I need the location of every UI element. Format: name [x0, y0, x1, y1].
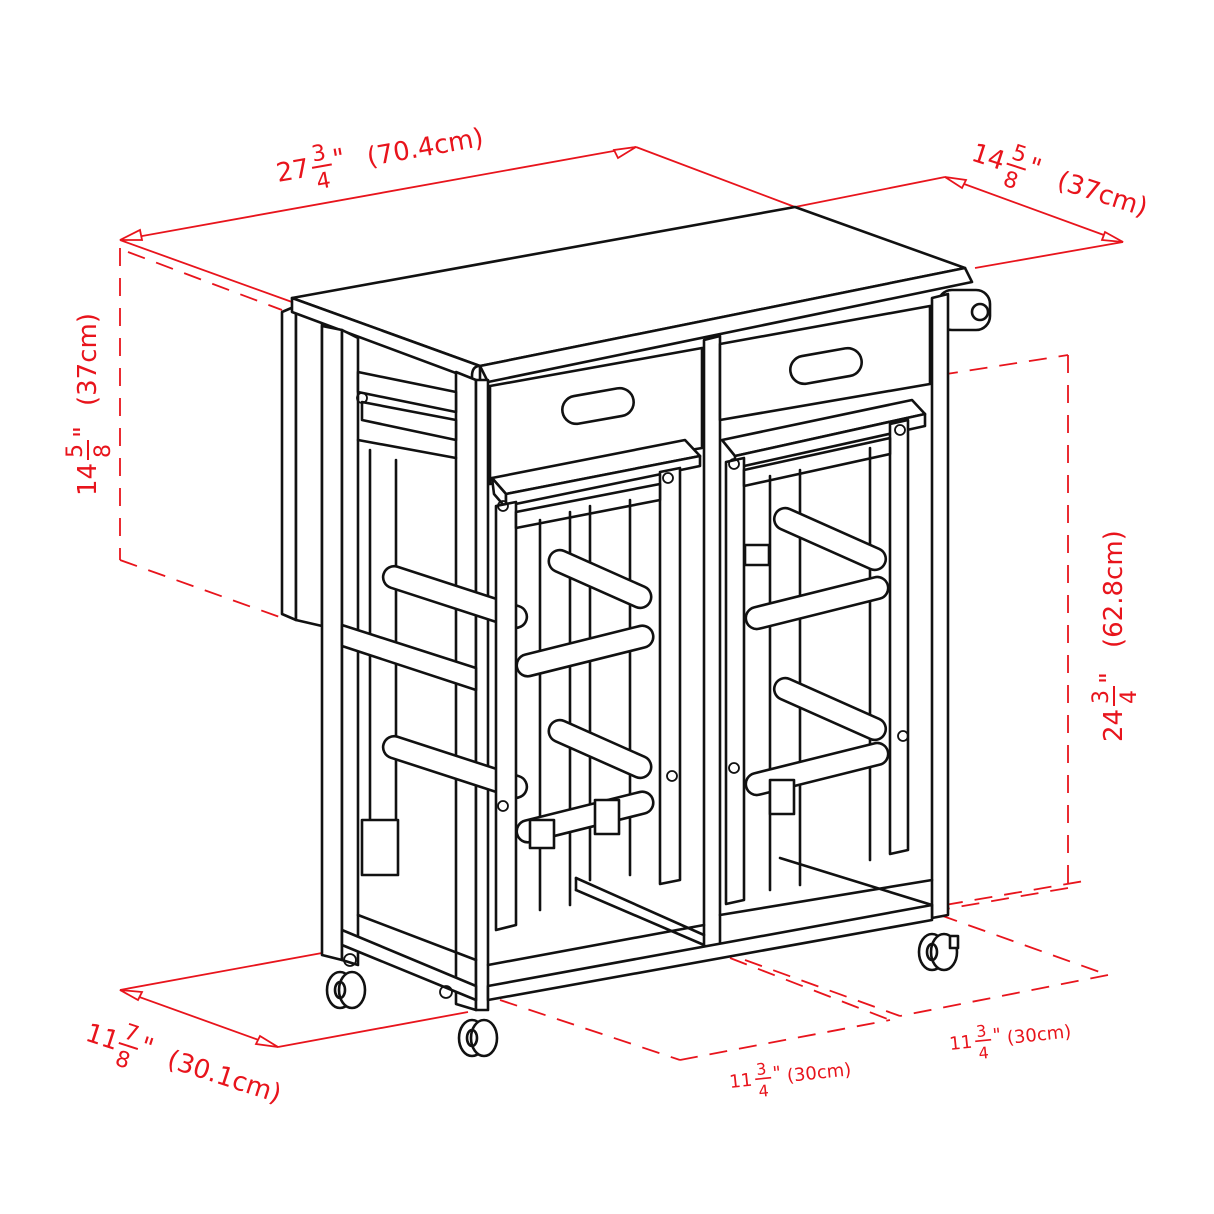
svg-text:24: 24 — [1099, 709, 1129, 742]
svg-text:8: 8 — [1000, 167, 1021, 195]
svg-text:(30cm): (30cm) — [786, 1059, 852, 1087]
svg-text:": " — [992, 1025, 1002, 1047]
height-label: 24 3 4 " (62.8cm) — [1089, 530, 1142, 742]
svg-text:11: 11 — [728, 1070, 753, 1093]
caster-icon — [917, 932, 960, 972]
whole: 27 — [274, 154, 312, 189]
svg-text:(70.4cm): (70.4cm) — [365, 123, 486, 173]
svg-text:11: 11 — [948, 1032, 973, 1055]
svg-text:(37cm): (37cm) — [73, 313, 103, 406]
dimension-lines — [119, 146, 1124, 1061]
right-drawer-handle — [789, 346, 863, 386]
svg-text:11: 11 — [82, 1018, 123, 1057]
svg-text:4: 4 — [758, 1081, 770, 1101]
left-drawer-handle — [561, 386, 635, 426]
overall-width-label: 27 3 4 " (70.4cm) — [274, 123, 486, 195]
svg-text:(30cm): (30cm) — [1006, 1021, 1072, 1049]
base-depth-label: 11 7 8 " (30.1cm) — [82, 1018, 285, 1110]
svg-text:": " — [772, 1063, 782, 1085]
bottom-frame — [340, 928, 478, 1002]
drop-leaf-label: 14 5 8 " (37cm) — [63, 313, 116, 496]
cart-drawing — [280, 205, 992, 1058]
svg-text:3: 3 — [975, 1021, 987, 1041]
center-leg — [702, 334, 722, 960]
svg-text:(62.8cm): (62.8cm) — [1099, 530, 1129, 648]
svg-text:4: 4 — [315, 168, 333, 195]
svg-text:": " — [1024, 152, 1045, 184]
svg-text:14: 14 — [968, 138, 1009, 177]
svg-text:": " — [136, 1032, 157, 1064]
svg-text:3: 3 — [1089, 690, 1114, 704]
svg-text:": " — [69, 426, 99, 438]
front-left-leg — [454, 370, 478, 1012]
left-front-leg — [320, 324, 344, 962]
caster-icon — [325, 970, 367, 1010]
svg-text:4: 4 — [1117, 690, 1142, 704]
svg-text:": " — [330, 143, 347, 175]
svg-text:": " — [1095, 672, 1125, 684]
svg-text:(37cm): (37cm) — [1053, 166, 1151, 223]
svg-text:14: 14 — [73, 463, 103, 496]
svg-text:(30.1cm): (30.1cm) — [164, 1045, 285, 1110]
svg-text:8: 8 — [91, 444, 116, 458]
caster-icon — [457, 1018, 499, 1058]
stool-front-label: 11 3 4 " (30cm) — [728, 1059, 852, 1101]
stool-side-label: 11 3 4 " (30cm) — [948, 1021, 1072, 1063]
svg-text:5: 5 — [63, 444, 88, 458]
drop-leaf — [280, 304, 298, 622]
svg-text:4: 4 — [978, 1043, 990, 1063]
svg-text:3: 3 — [755, 1059, 767, 1079]
right-leg — [930, 292, 950, 920]
svg-text:3: 3 — [310, 140, 328, 167]
